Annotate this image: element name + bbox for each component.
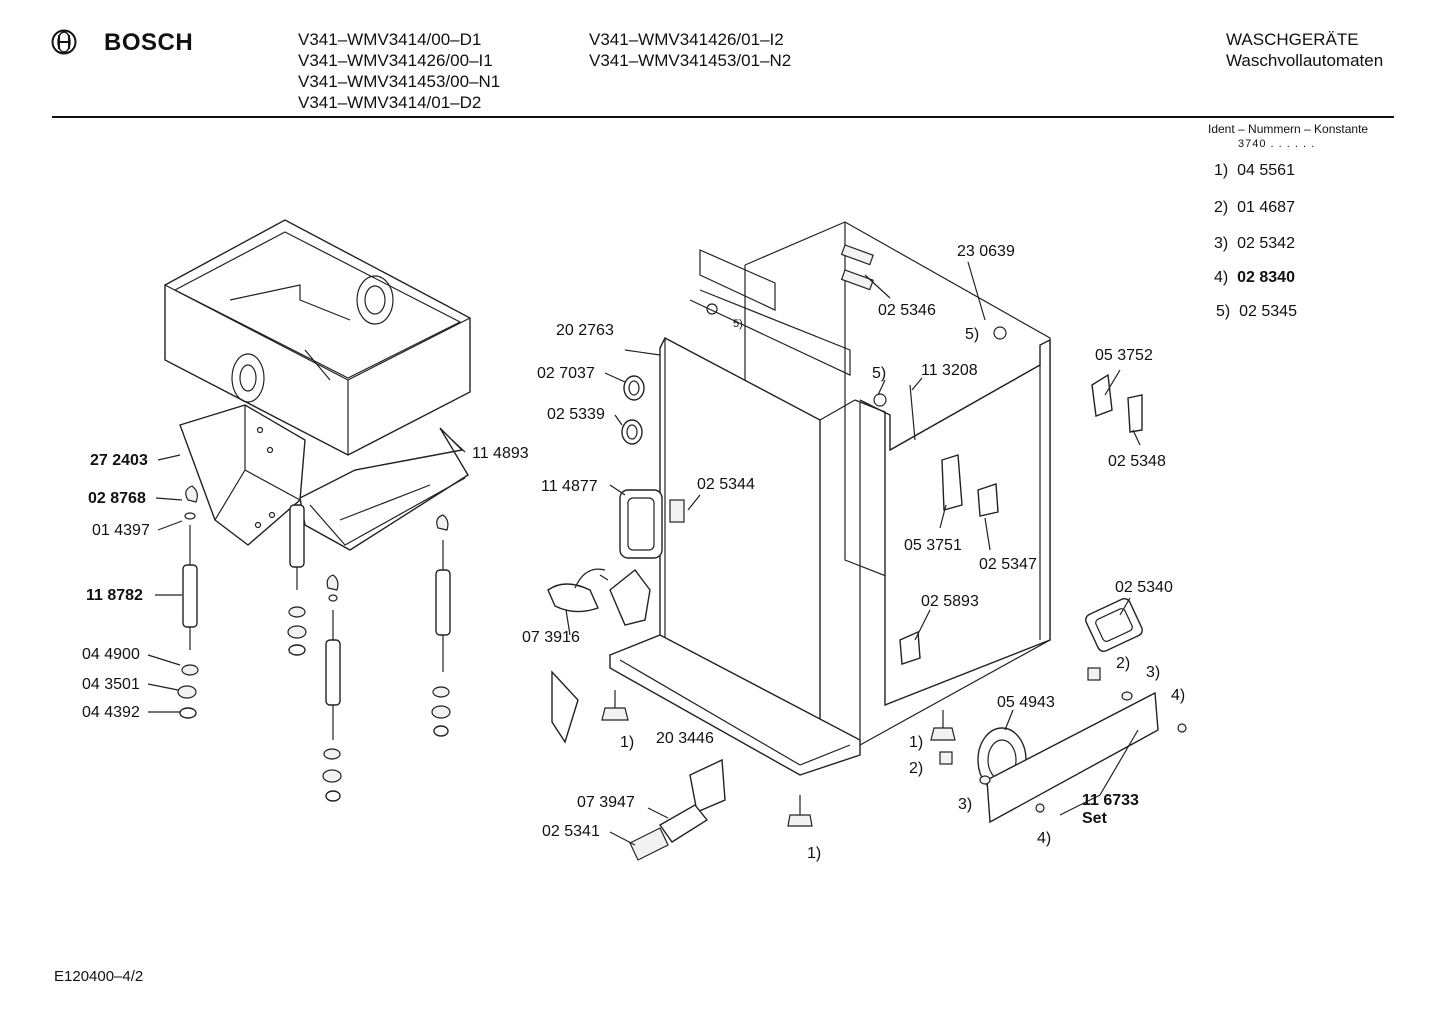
cable-plug xyxy=(547,568,651,626)
cabinet xyxy=(609,221,1051,776)
part-label: 11 3208 xyxy=(921,362,978,379)
category: WASCHGERÄTE xyxy=(1226,30,1359,49)
shock-absorber-2 xyxy=(287,504,307,656)
ident-value: 02 5342 xyxy=(1237,235,1295,252)
part-label: 02 8768 xyxy=(88,490,146,507)
filter-hose xyxy=(629,804,709,861)
part-label: 04 3501 xyxy=(82,676,140,693)
ref-marker: 4) xyxy=(1037,830,1052,847)
ident-code: 3740 . . . . . . xyxy=(1238,138,1316,150)
ident-title: Ident – Nummern – Konstante xyxy=(1208,122,1369,136)
part-label: 27 2403 xyxy=(90,452,148,469)
model-item: V341–WMV3414/01–D2 xyxy=(298,93,482,112)
door-lock-frame xyxy=(619,489,685,559)
part-label: 11 8782 xyxy=(86,587,143,604)
brand-name: BOSCH xyxy=(104,29,194,56)
category-title: WASCHGERÄTE Waschvollautomaten xyxy=(1226,29,1383,71)
ref-marker: 1) xyxy=(909,734,924,751)
model-list-1: V341–WMV3414/00–D1 V341–WMV341426/00–I1 … xyxy=(298,29,500,113)
part-label: 02 5340 xyxy=(1115,579,1173,596)
part-label: 20 2763 xyxy=(556,322,614,339)
model-item: V341–WMV3414/00–D1 xyxy=(298,30,482,49)
model-item: V341–WMV341453/00–N1 xyxy=(298,72,501,91)
part-label: 02 5346 xyxy=(878,302,936,319)
ident-row: 3) 02 5342 xyxy=(1214,235,1295,253)
shock-absorber-3 xyxy=(322,574,342,802)
ident-key: 4) xyxy=(1214,269,1229,286)
shock-absorber-4 xyxy=(431,514,451,737)
ident-key: 1) xyxy=(1214,162,1229,179)
part-label: 11 4877 xyxy=(541,478,598,495)
part-label: 11 4893 xyxy=(472,445,529,462)
tray-box xyxy=(164,219,471,456)
part-label: 02 5893 xyxy=(921,593,979,610)
part-label: 04 4392 xyxy=(82,704,140,721)
part-label: 20 3446 xyxy=(656,730,714,747)
feet xyxy=(601,690,956,827)
ident-value: 02 8340 xyxy=(1237,269,1295,286)
ident-key: 3) xyxy=(1214,235,1229,252)
part-label: 05 4943 xyxy=(997,694,1055,711)
ident-value: 02 5345 xyxy=(1239,303,1297,320)
ident-key: 2) xyxy=(1214,199,1229,216)
ref-marker: 1) xyxy=(807,845,822,862)
ident-row: 4) 02 8340 xyxy=(1214,269,1295,287)
ident-row: 2) 01 4687 xyxy=(1214,199,1295,217)
ident-value: 01 4687 xyxy=(1237,199,1295,216)
ref-marker: 3) xyxy=(1146,664,1161,681)
part-label: 11 6733 xyxy=(1082,792,1139,809)
ref-marker: 5) xyxy=(965,326,980,343)
bosch-armature-icon xyxy=(51,29,77,55)
header-divider xyxy=(52,116,1394,118)
part-label: 05 3751 xyxy=(904,537,962,554)
trough xyxy=(299,427,469,551)
subcategory: Waschvollautomaten xyxy=(1226,51,1384,70)
part-label: 07 3916 xyxy=(522,629,580,646)
part-label: 02 5344 xyxy=(697,476,755,493)
ref-marker: 2) xyxy=(1116,655,1131,672)
part-label: 01 4397 xyxy=(92,522,150,539)
model-item: V341–WMV341426/01–I2 xyxy=(589,30,784,49)
ref-marker: 5) xyxy=(733,318,743,330)
leader-lines xyxy=(147,261,1141,846)
part-label: Set xyxy=(1082,810,1107,827)
footer-code: E120400–4/2 xyxy=(54,968,144,985)
part-label: 02 7037 xyxy=(537,365,595,382)
ref-marker: 3) xyxy=(958,796,973,813)
ident-row: 5) 02 5345 xyxy=(1216,303,1297,321)
support-bracket xyxy=(179,404,306,546)
ident-row: 1) 04 5561 xyxy=(1214,162,1295,180)
model-item: V341–WMV341426/00–I1 xyxy=(298,51,493,70)
bosch-logo xyxy=(50,28,78,61)
part-label: 02 5347 xyxy=(979,556,1037,573)
model-item: V341–WMV341453/01–N2 xyxy=(589,51,792,70)
model-list-2: V341–WMV341426/01–I2 V341–WMV341453/01–N… xyxy=(589,29,791,71)
ident-key: 5) xyxy=(1216,303,1231,320)
shock-absorber-1 xyxy=(177,485,199,719)
ref-marker: 1) xyxy=(620,734,635,751)
ref-marker: 5) xyxy=(872,365,887,382)
part-label: 02 5341 xyxy=(542,823,600,840)
brackets-small xyxy=(551,373,1143,813)
ref-marker: 4) xyxy=(1171,687,1186,704)
part-label: 02 5348 xyxy=(1108,453,1166,470)
part-label: 23 0639 xyxy=(957,243,1015,260)
ref-marker: 2) xyxy=(909,760,924,777)
kickplate xyxy=(979,691,1187,824)
part-label: 07 3947 xyxy=(577,794,635,811)
ident-value: 04 5561 xyxy=(1237,162,1295,179)
part-label: 05 3752 xyxy=(1095,347,1153,364)
part-label: 04 4900 xyxy=(82,646,140,663)
bushings xyxy=(621,375,645,445)
part-label: 02 5339 xyxy=(547,406,605,423)
